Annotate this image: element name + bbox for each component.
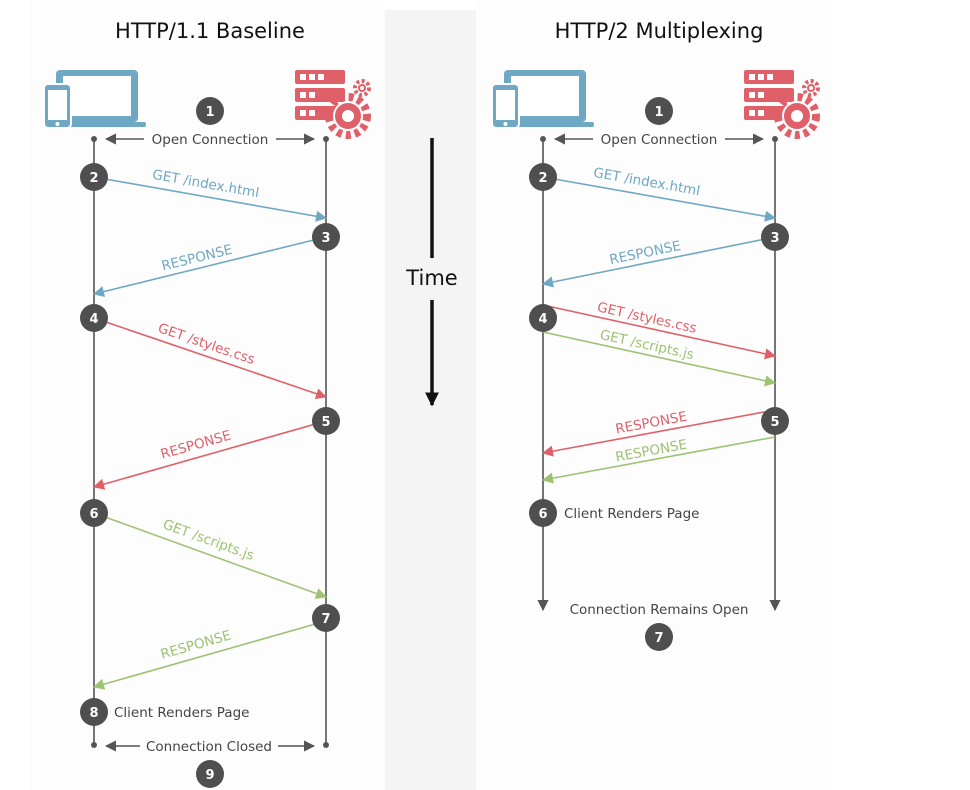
step-badge: 1 [645,97,673,125]
request-index-arrow [93,176,328,222]
step-badge: 2 [80,163,108,191]
http2-panel [476,0,831,790]
step-badge: 5 [761,407,789,435]
response-scripts-arrow [92,620,327,690]
step-badge: 4 [80,304,108,332]
step-badge: 3 [312,223,340,251]
client-renders-label: Client Renders Page [564,506,699,522]
request-scripts-arrow [93,512,328,599]
svg-text:1: 1 [205,105,214,120]
svg-text:2: 2 [538,171,547,186]
step-badge: 4 [529,304,557,332]
svg-text:7: 7 [654,631,663,646]
response-index-arrow [541,236,776,288]
svg-text:7: 7 [321,612,330,627]
request-scripts-arrow [542,331,777,387]
open-connection-label: Open Connection [152,132,269,148]
svg-text:3: 3 [321,231,330,246]
lifeline-dot [91,742,97,748]
server-gear-icon [295,70,369,135]
http2-title: HTTP/2 Multiplexing [555,19,764,43]
client-devices-icon [43,69,147,129]
svg-text:4: 4 [538,312,547,327]
lifeline-dot [91,136,97,142]
step-badge: 7 [312,604,340,632]
svg-text:6: 6 [89,507,98,522]
svg-text:5: 5 [770,415,779,430]
response-styles-arrow [541,409,776,457]
svg-text:1: 1 [654,105,663,120]
svg-text:2: 2 [89,171,98,186]
client-renders-label: Client Renders Page [114,705,249,721]
svg-text:4: 4 [89,312,98,327]
response-scripts-label: RESPONSE [614,437,688,466]
lifeline-dot [772,136,778,142]
step-badge: 9 [196,760,224,788]
response-index-arrow [92,236,327,298]
svg-text:9: 9 [205,768,214,783]
step-badge: 8 [80,698,108,726]
svg-text:5: 5 [321,415,330,430]
response-styles-arrow [92,420,327,490]
step-badge: 7 [645,623,673,651]
step-badge: 3 [761,223,789,251]
request-styles-arrow [93,317,328,400]
request-styles-arrow [542,304,777,360]
open-connection-label: Open Connection [601,132,718,148]
client-devices-icon [491,69,595,129]
svg-text:3: 3 [770,231,779,246]
lifeline-dot [323,742,329,748]
step-badge: 1 [196,97,224,125]
lifeline-dot [540,136,546,142]
step-badge: 5 [312,407,340,435]
step-badge: 6 [529,499,557,527]
request-index-arrow [542,176,777,222]
http11-title: HTTP/1.1 Baseline [115,19,305,43]
step-badge: 2 [529,163,557,191]
lifeline-dot [323,136,329,142]
request-index-label: GET /index.html [592,165,701,200]
server-gear-icon [744,70,818,135]
request-scripts-label: GET /scripts.js [161,516,257,564]
svg-text:8: 8 [89,706,98,721]
connection-remains-open-label: Connection Remains Open [570,602,749,618]
response-index-label: RESPONSE [160,242,234,275]
svg-text:6: 6 [538,507,547,522]
step-badge: 6 [80,499,108,527]
connection-closed-label: Connection Closed [146,739,272,755]
response-scripts-arrow [541,436,776,484]
time-label: Time [405,266,457,290]
